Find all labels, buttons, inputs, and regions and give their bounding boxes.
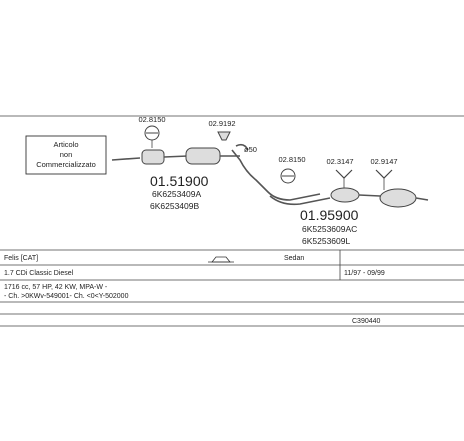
vehicle-model: Felis [CAT] (4, 255, 38, 262)
notice-line-1: Articolo (53, 140, 78, 149)
not-commercialized-box: Articolo non Commercializzato (25, 135, 107, 175)
rear-section-part (269, 187, 429, 208)
clamp-icon (280, 168, 296, 184)
notice-line-2: non (60, 150, 73, 159)
part-number: 01.95900 (300, 207, 359, 223)
chassis-range: - Ch. >0KWv-549001- Ch. <0<Y-502000 (4, 293, 129, 300)
part-alt-number: 6K6253409B (150, 201, 199, 211)
car-sedan-icon (208, 256, 234, 263)
bracket-icon (217, 131, 231, 141)
connecting-pipe (231, 143, 321, 201)
notice-line-3: Commercializzato (36, 160, 96, 169)
fitting-code: 02.8150 (278, 155, 305, 164)
date-range: 11/97 - 09/99 (344, 270, 385, 277)
hanger-icon (375, 169, 393, 190)
engine-description: 1.7 CDi Classic Diesel (4, 270, 74, 277)
fitting-code: 02.9192 (208, 119, 235, 128)
part-alt-number: 6K5253609L (302, 236, 350, 246)
clamp-icon (144, 125, 160, 148)
hanger-icon (335, 169, 353, 188)
diameter-label: ø50 (244, 145, 257, 154)
fitting-code: 02.3147 (326, 157, 353, 166)
fitting-code: 02.9147 (370, 157, 397, 166)
body-type: Sedan (284, 255, 304, 262)
catalog-code: C390440 (352, 318, 381, 325)
part-number: 01.51900 (150, 173, 209, 189)
engine-spec: 1716 cc, 57 HP, 42 KW, MPA-W - (4, 284, 108, 291)
fitting-code: 02.8150 (138, 115, 165, 124)
front-pipe-part (111, 147, 240, 165)
part-alt-number: 6K6253409A (152, 189, 201, 199)
part-alt-number: 6K5253609AC (302, 224, 357, 234)
